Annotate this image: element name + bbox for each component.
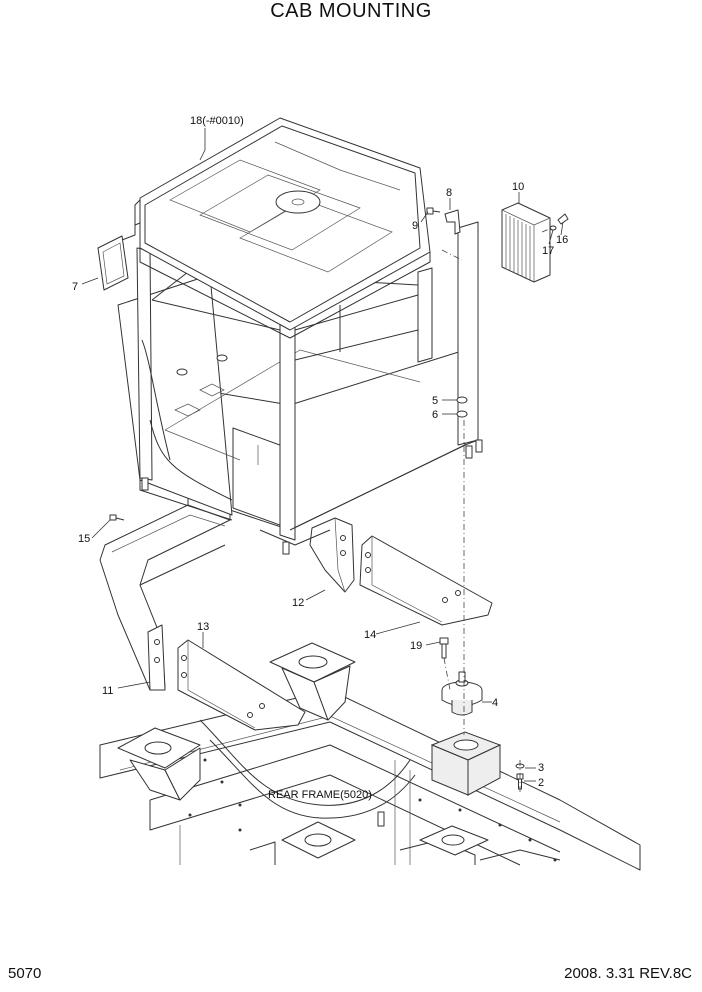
frame-mount-right-bottom — [419, 825, 489, 856]
rubber-mount-4 — [441, 671, 483, 716]
handle-8 — [444, 209, 461, 235]
rear-frame-label: REAR FRAME(5020) — [268, 789, 372, 801]
clip-16 — [557, 213, 569, 225]
bolt-15 — [109, 514, 125, 521]
callout-9: 9 — [412, 220, 418, 232]
frame-mount-right — [430, 731, 502, 796]
revision-date: 2008. 3.31 REV.8C — [564, 965, 692, 982]
callout-19: 19 — [410, 640, 422, 652]
frame-mount-center-top — [269, 642, 356, 721]
bracket-11 — [99, 494, 231, 691]
callout-18: 18(-#0010) — [190, 115, 244, 127]
callout-17: 17 — [542, 245, 554, 257]
callout-10: 10 — [512, 181, 524, 193]
bracket-14 — [359, 535, 493, 626]
cab-assembly-18 — [117, 117, 483, 555]
screw-17 — [549, 225, 557, 231]
callout-5: 5 — [432, 395, 438, 407]
frame-mount-left — [117, 727, 201, 801]
mirror-7 — [97, 199, 141, 291]
page-number: 5070 — [8, 965, 42, 982]
frame-mount-center-bottom — [281, 821, 356, 859]
rear-frame: REAR FRAME(5020) — [99, 642, 641, 871]
bolt-19 — [439, 637, 449, 659]
screw-9 — [426, 207, 441, 215]
callout-6: 6 — [432, 409, 438, 421]
page-title: CAB MOUNTING — [270, 0, 432, 22]
callout-15: 15 — [78, 533, 90, 545]
callout-2: 2 — [538, 777, 544, 789]
callout-8: 8 — [446, 187, 452, 199]
bracket-13 — [177, 639, 306, 731]
callout-3: 3 — [538, 762, 544, 774]
callout-12: 12 — [292, 597, 304, 609]
callout-13: 13 — [197, 621, 209, 633]
bracket-12 — [309, 517, 355, 593]
callout-14: 14 — [364, 629, 376, 641]
callout-7: 7 — [72, 281, 78, 293]
callout-16: 16 — [556, 234, 568, 246]
filter-10 — [501, 202, 551, 283]
callout-11: 11 — [102, 685, 113, 697]
callout-4: 4 — [492, 697, 498, 709]
